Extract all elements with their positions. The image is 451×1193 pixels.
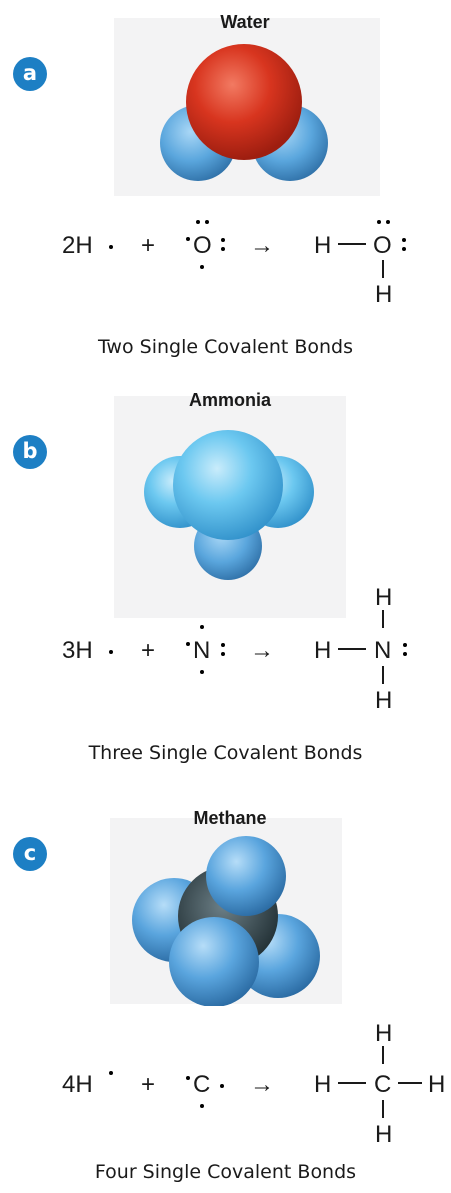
- water-caption: Two Single Covalent Bonds: [97, 336, 354, 358]
- ammonia-product-nitrogen: N: [374, 637, 391, 664]
- water-oxygen-atom: [186, 44, 302, 160]
- panel-label-b: b: [13, 435, 47, 469]
- water-bottom-hydrogen: H: [375, 281, 392, 308]
- ammonia-plus-sign: +: [141, 637, 155, 664]
- electron-dot: [200, 625, 204, 629]
- ammonia-reactant-nitrogen: N: [193, 637, 210, 664]
- panel-methane: c Methane H 4H + C → H: [0, 790, 451, 1193]
- ammonia-nitrogen-atom: [173, 430, 283, 540]
- methane-reactant-hydrogen: 4H: [62, 1071, 93, 1098]
- panel-label-a: a: [13, 57, 47, 91]
- methane-product-carbon: C: [374, 1071, 391, 1098]
- methane-lewis-equation: H 4H + C → H C H H: [62, 1020, 445, 1148]
- methane-title: Methane: [193, 808, 267, 828]
- electron-dot: [220, 1084, 224, 1088]
- methane-top-hydrogen: H: [375, 1020, 392, 1047]
- water-product-hydrogen: H: [314, 232, 331, 259]
- water-title: Water: [220, 12, 270, 32]
- ammonia-lewis-equation: H 3H + N → H N H: [62, 584, 407, 714]
- methane-caption: Four Single Covalent Bonds: [94, 1161, 357, 1183]
- methane-space-filling-model: [132, 836, 320, 1006]
- water-reaction-arrow: →: [250, 232, 274, 259]
- water-reactant-hydrogen: 2H: [62, 232, 93, 259]
- electron-dot: [186, 237, 190, 241]
- electron-dot: [186, 1076, 190, 1080]
- electron-dot: [221, 643, 225, 647]
- panel-water: a Water 2H + O → H: [0, 0, 451, 390]
- water-plus-sign: +: [141, 232, 155, 259]
- electron-dot: [109, 245, 113, 249]
- methane-product-hydrogen: H: [314, 1071, 331, 1098]
- methane-right-hydrogen: H: [428, 1071, 445, 1098]
- methane-hydrogen-front: [169, 917, 259, 1006]
- water-product-oxygen: O: [373, 232, 392, 259]
- panel-ammonia: b Ammonia H 3H + N: [0, 390, 451, 790]
- ammonia-space-filling-model: [144, 430, 314, 580]
- electron-dot: [200, 265, 204, 269]
- ammonia-caption: Three Single Covalent Bonds: [88, 742, 363, 764]
- methane-hydrogen-top: [206, 836, 286, 916]
- ammonia-top-hydrogen: H: [375, 584, 392, 611]
- ammonia-reaction-arrow: →: [250, 637, 274, 664]
- electron-dot: [109, 650, 113, 654]
- panel-label-c: c: [13, 837, 47, 871]
- water-lewis-equation: 2H + O → H O H: [62, 220, 406, 308]
- water-reactant-oxygen: O: [193, 232, 212, 259]
- electron-dot: [200, 670, 204, 674]
- electron-dot: [221, 238, 225, 242]
- water-space-filling-model: [160, 44, 328, 181]
- electron-dot: [402, 238, 406, 242]
- electron-dot: [109, 1071, 113, 1075]
- electron-dot: [386, 220, 390, 224]
- ammonia-bottom-hydrogen: H: [375, 687, 392, 714]
- methane-plus-sign: +: [141, 1071, 155, 1098]
- electron-dot: [402, 247, 406, 251]
- electron-dot: [403, 652, 407, 656]
- electron-dot: [200, 1104, 204, 1108]
- electron-dot: [186, 642, 190, 646]
- electron-dot: [221, 652, 225, 656]
- electron-dot: [221, 247, 225, 251]
- ammonia-title: Ammonia: [188, 390, 271, 410]
- methane-reactant-carbon: C: [193, 1071, 210, 1098]
- ammonia-product-hydrogen: H: [314, 637, 331, 664]
- electron-dot: [377, 220, 381, 224]
- electron-dot: [403, 643, 407, 647]
- ammonia-reactant-hydrogen: 3H: [62, 637, 93, 664]
- electron-dot: [196, 220, 200, 224]
- methane-reaction-arrow: →: [250, 1071, 274, 1098]
- electron-dot: [205, 220, 209, 224]
- methane-bottom-hydrogen: H: [375, 1121, 392, 1148]
